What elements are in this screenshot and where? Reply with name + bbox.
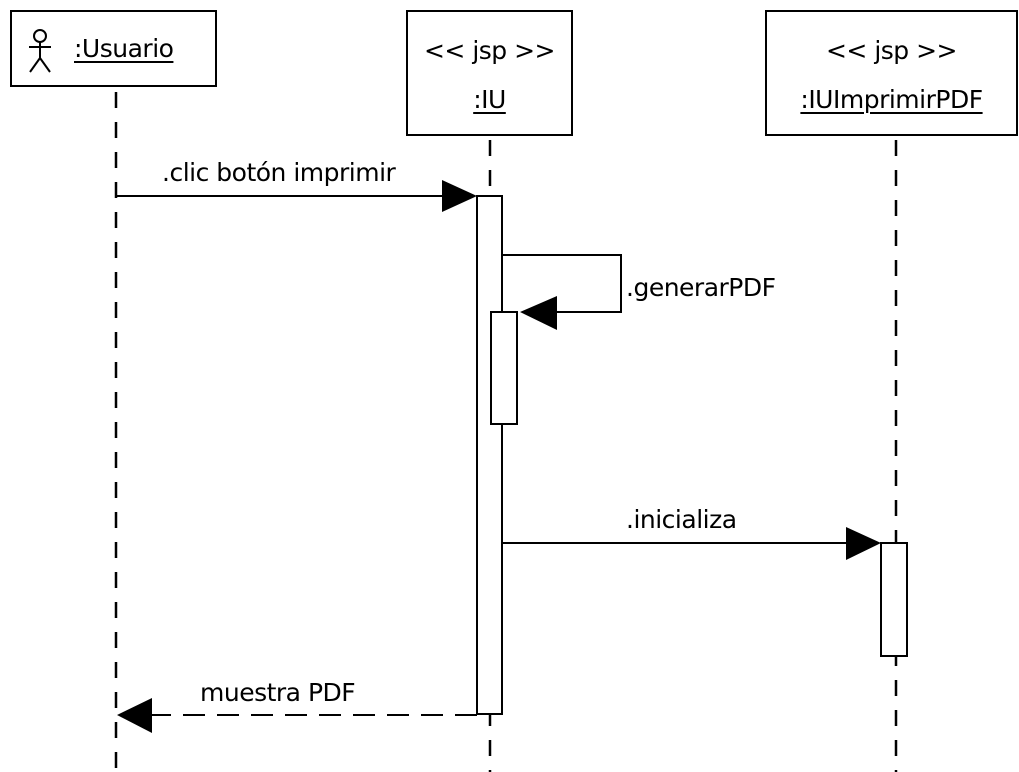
participant-name-usuario: :Usuario [74, 34, 174, 63]
arrowhead-generarpdf [520, 296, 557, 330]
participant-name-iu: :IU [473, 85, 506, 114]
actor-icon [29, 29, 51, 73]
participant-box-iu [406, 10, 573, 136]
message-label-generarpdf: .generarPDF [626, 273, 776, 302]
participant-box-usuario [10, 10, 217, 87]
activation-bar-iuimprimir [880, 542, 908, 657]
participant-name-iuimprimir: :IUImprimirPDF [800, 85, 983, 114]
activation-bar-iu-nested [490, 311, 518, 425]
arrowhead-clic [442, 180, 477, 212]
message-label-clic: .clic botón imprimir [162, 158, 396, 187]
participant-stereotype-iuimprimir: << jsp >> [825, 36, 958, 65]
arrowhead-inicializa [846, 527, 881, 560]
message-arrow-generarpdf [502, 254, 622, 313]
arrowhead-muestra-pdf [117, 698, 152, 733]
message-label-muestra-pdf: muestra PDF [200, 678, 356, 707]
message-label-inicializa: .inicializa [626, 505, 737, 534]
participant-box-iuimprimir [765, 10, 1018, 136]
activation-bar-iu [476, 195, 503, 715]
participant-stereotype-iu: << jsp >> [423, 36, 556, 65]
